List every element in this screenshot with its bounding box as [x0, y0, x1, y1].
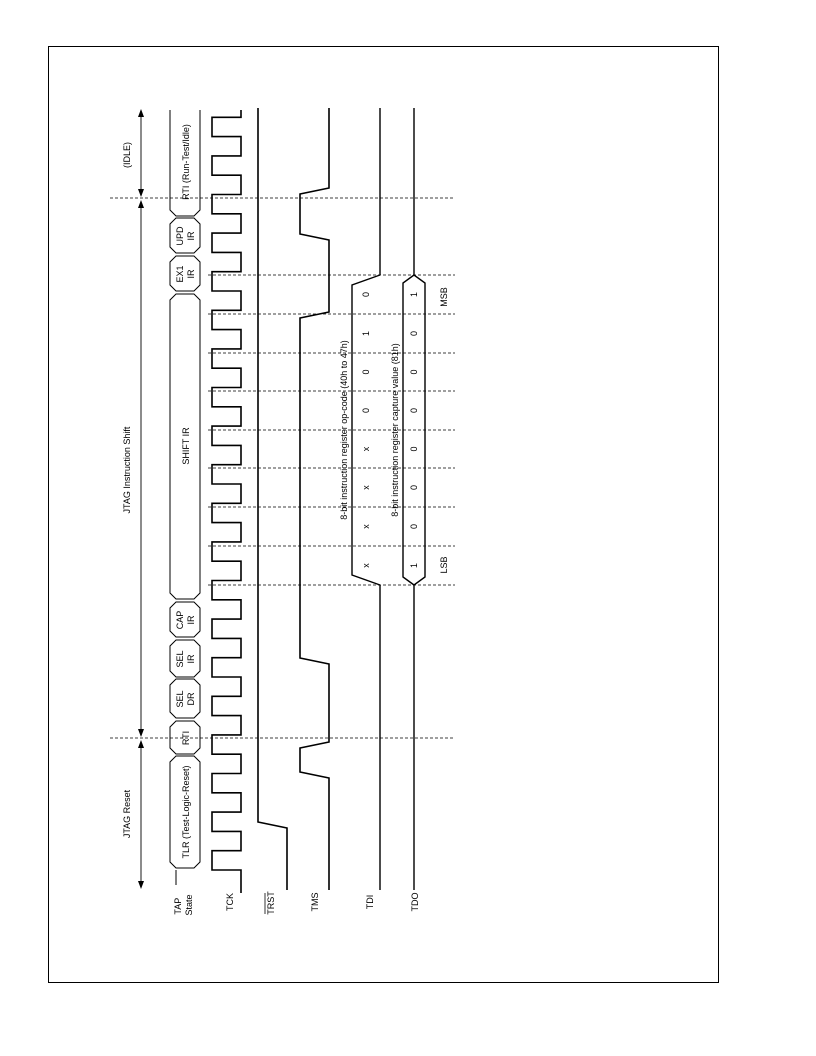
tdo-bit-0: 1: [409, 563, 419, 568]
trst-waveform: [257, 108, 288, 890]
state-rti-idle-label: RTI (Run-Test/Idle): [181, 124, 191, 200]
tdi-label: TDI: [365, 895, 375, 910]
tdi-bit-0: x: [361, 563, 371, 568]
state-ex1-ir: [169, 255, 201, 292]
tdi-bit-6: 1: [361, 331, 371, 336]
state-ex1-ir-label: EX1IR: [175, 265, 196, 282]
tdi-bit-7: 0: [361, 292, 371, 297]
tdo-bit-6: 0: [409, 331, 419, 336]
tdo-bus-label: 8-bit instruction register capture value…: [390, 343, 400, 517]
tdo-bit-4: 0: [409, 408, 419, 413]
tdo-bit-7: 1: [409, 292, 419, 297]
tdi-bit-4: 0: [361, 408, 371, 413]
state-rti-label: RTI: [181, 731, 191, 745]
tdo-bit-3: 0: [409, 446, 419, 451]
phase-idle-label: (IDLE): [122, 142, 132, 168]
tdi-bit-5: 0: [361, 369, 371, 374]
tdi-bus-label: 8-bit instruction register op-code (40h …: [339, 340, 349, 520]
tdi-bit-2: x: [361, 485, 371, 490]
diagram-frame: [48, 46, 719, 983]
tdo-bit-5: 0: [409, 369, 419, 374]
tck-waveform: [211, 110, 242, 893]
tdi-bit-3: x: [361, 446, 371, 451]
state-tlr: [169, 755, 201, 869]
state-tlr-label: TLR (Test-Logic-Reset): [181, 765, 191, 858]
tck-label: TCK: [225, 893, 235, 911]
state-sel-dr-label: SELDR: [175, 690, 196, 707]
trst-label: TRST: [266, 891, 276, 915]
state-sel-ir: [169, 639, 201, 678]
state-rti: [169, 720, 201, 755]
state-rti-idle: [169, 110, 201, 217]
tap-state-row: [169, 110, 201, 885]
state-upd-ir: [169, 217, 201, 254]
state-shift-ir-label: SHIFT IR: [181, 427, 191, 465]
tdo-bit-2: 0: [409, 485, 419, 490]
state-sel-dr: [169, 678, 201, 719]
bit-boundaries: [208, 274, 455, 586]
tms-label: TMS: [310, 893, 320, 912]
phase-arrowheads: [138, 109, 144, 889]
tms-waveform: [299, 108, 330, 890]
signal-labels: TAP State TCK TRST TMS TDI TDO: [173, 891, 420, 916]
tdi-bus: [351, 108, 381, 890]
phase-shift-label: JTAG Instruction Shift: [122, 426, 132, 513]
tdo-label: TDO: [410, 893, 420, 912]
tdo-bus: [402, 108, 426, 890]
state-cap-ir-label: CAPIR: [175, 611, 196, 630]
tdo-bit-1: 0: [409, 524, 419, 529]
tap-state-label: TAP State: [173, 894, 194, 915]
boundary-lines: [110, 197, 455, 739]
tdo-bit-values: 1 0 0 0 0 0 0 1: [409, 292, 419, 568]
state-upd-ir-label: UPDIR: [175, 226, 196, 246]
state-sel-ir-label: SELIR: [175, 650, 196, 667]
phase-reset-label: JTAG Reset: [122, 789, 132, 838]
lsb-label: LSB: [439, 556, 449, 573]
tdi-bit-values: x x x x 0 0 1 0: [361, 292, 371, 568]
msb-label: MSB: [439, 287, 449, 307]
tdi-bit-1: x: [361, 524, 371, 529]
state-shift-ir: [169, 293, 201, 600]
state-cap-ir: [169, 601, 201, 638]
